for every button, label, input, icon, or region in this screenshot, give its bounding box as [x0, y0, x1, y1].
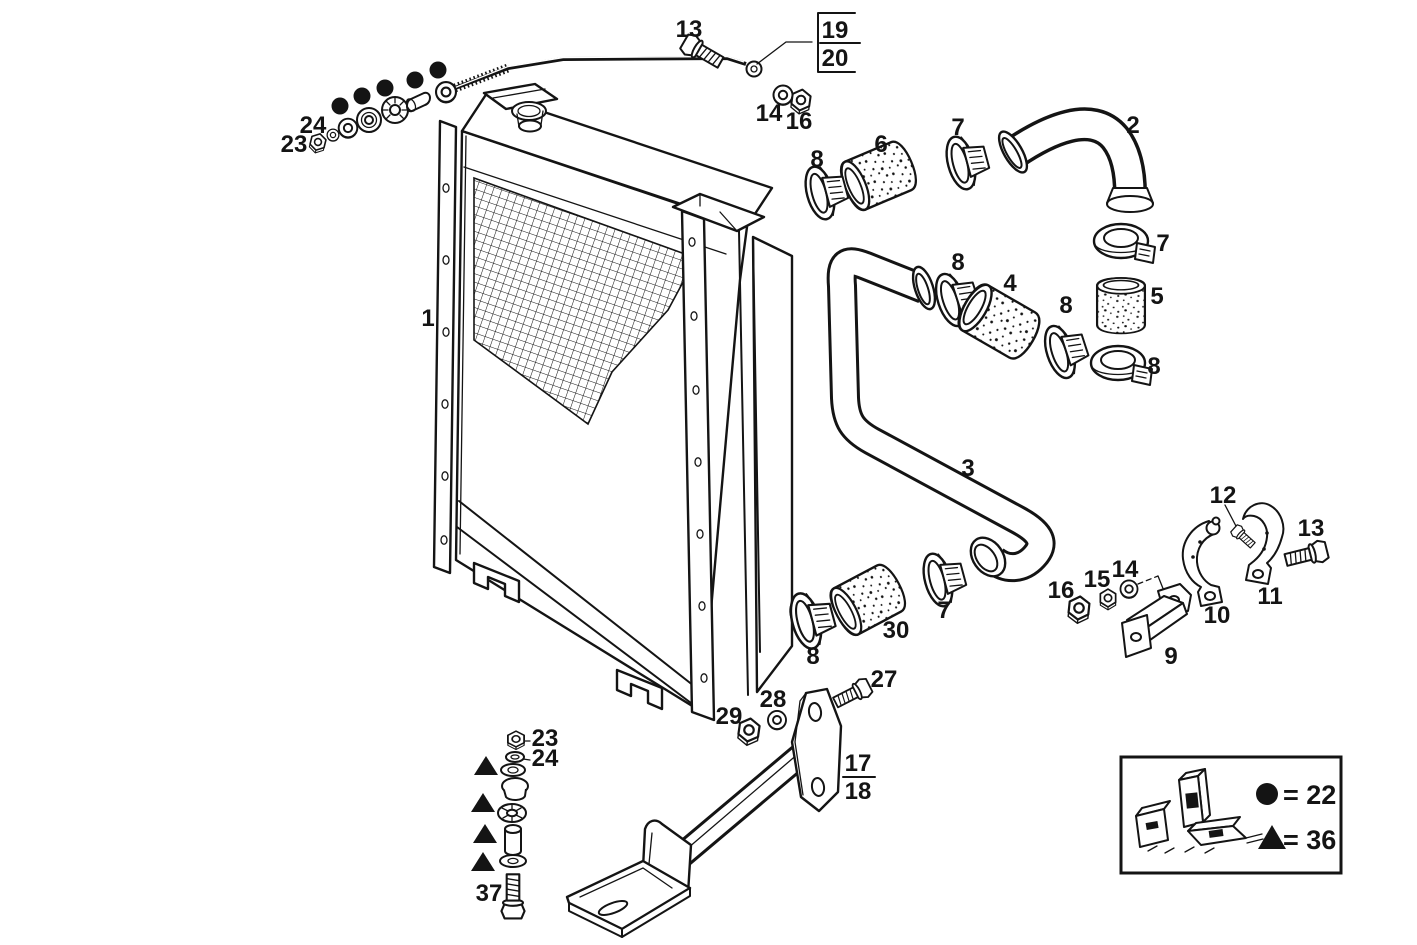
callout-4: 4	[1003, 270, 1017, 297]
callout-28: 28	[760, 686, 787, 713]
callout-15: 15	[1084, 566, 1111, 593]
quantity-dot-marker	[376, 79, 394, 97]
callout-8-a: 8	[810, 146, 823, 173]
callout-9: 9	[1164, 643, 1177, 670]
hose-clamp-7	[1092, 222, 1157, 265]
callout-1: 1	[421, 305, 434, 332]
callout-27: 27	[871, 666, 898, 693]
callout-3: 3	[961, 455, 974, 482]
legend-triangle-symbol	[1258, 825, 1286, 849]
legend-triangle-value: = 36	[1283, 825, 1336, 855]
legend-dot-value: = 22	[1283, 780, 1336, 810]
rubber-cup-bushing	[501, 777, 529, 802]
callout-13-a: 13	[676, 16, 703, 43]
clamp-strap-11	[1242, 502, 1285, 585]
callout-23-a: 23	[281, 131, 308, 158]
hardware-kit-packets-icon	[1135, 768, 1264, 854]
upper-mount-fastener-stack	[307, 61, 458, 156]
callout-14-b: 14	[1112, 556, 1139, 583]
callout-8-e: 8	[806, 643, 819, 670]
quantity-triangle-marker	[471, 852, 495, 871]
stacked-label-bracket	[817, 12, 861, 73]
callout-labels: 1 2 3 4 5 6 7 7 7 8 8 8 8 8 9 10 11 12 1…	[281, 16, 1325, 907]
callout-30: 30	[883, 617, 910, 644]
callout-17: 17	[845, 750, 872, 777]
legend-dot-symbol	[1256, 783, 1278, 805]
callout-20: 20	[822, 45, 849, 72]
callout-7-b: 7	[1156, 230, 1169, 257]
rod-eyelet	[745, 60, 763, 78]
spacer-sleeve	[504, 824, 522, 856]
pipe-bracket-group	[1066, 502, 1331, 658]
quantity-dot-marker	[353, 87, 371, 105]
clamp-strap-10	[1181, 516, 1223, 607]
quantity-triangle-marker	[474, 756, 498, 775]
quantity-dot-marker	[331, 97, 349, 115]
callout-pointer-19-20	[756, 41, 813, 65]
quantity-triangle-marker	[471, 793, 495, 812]
callout-10: 10	[1204, 602, 1231, 629]
hose-clamp-7	[940, 128, 995, 194]
hose-clamp-8	[1089, 344, 1154, 387]
support-strut-group	[565, 675, 876, 938]
callout-16-a: 16	[786, 108, 813, 135]
callout-7-c: 7	[937, 597, 950, 624]
upper-elbow-hose	[997, 107, 1154, 213]
spacer-sleeve	[405, 91, 431, 113]
radiator-side-panel	[751, 235, 794, 694]
callout-2: 2	[1126, 112, 1139, 139]
strut-flange-plate	[790, 687, 843, 813]
lock-washer	[497, 803, 527, 823]
callout-24-b: 24	[532, 745, 559, 772]
bolt-13	[1282, 538, 1331, 572]
callout-6: 6	[874, 131, 887, 158]
callout-23-b: 23	[532, 725, 559, 752]
quantity-dot-marker	[429, 61, 447, 79]
radiator	[432, 82, 813, 722]
legend-box: = 22 = 36	[1119, 755, 1343, 875]
lower-hose	[826, 247, 1056, 583]
callout-29: 29	[716, 703, 743, 730]
quantity-triangle-marker	[473, 824, 497, 843]
quantity-dot-marker	[406, 71, 424, 89]
radiator-top-bracket	[671, 192, 766, 233]
callout-16-b: 16	[1048, 577, 1075, 604]
callout-12: 12	[1210, 482, 1237, 509]
washer-14	[1119, 579, 1139, 600]
hose-clamp-8	[1038, 317, 1095, 383]
lower-mount-fastener-stack	[471, 730, 531, 920]
callout-24-a: 24	[300, 112, 327, 139]
stay-rod	[445, 12, 861, 96]
callout-5: 5	[1150, 283, 1163, 310]
callout-7-a: 7	[951, 114, 964, 141]
bolt-37	[500, 873, 526, 920]
hose-sleeve-5	[1095, 276, 1147, 335]
callout-19: 19	[822, 17, 849, 44]
rubber-grommet	[356, 107, 382, 133]
callout-37: 37	[476, 880, 503, 907]
bolt-27	[830, 675, 875, 713]
filler-cap	[511, 101, 547, 133]
callout-18: 18	[845, 778, 872, 805]
radiator-left-frame	[432, 119, 458, 575]
callout-8-d: 8	[1147, 353, 1160, 380]
strut-foot-bracket	[565, 819, 693, 938]
bolt-12	[1228, 522, 1258, 551]
knurled-bushing	[381, 96, 409, 124]
support-bracket-9	[1121, 583, 1192, 658]
callout-8-c: 8	[1059, 292, 1072, 319]
callout-11: 11	[1257, 583, 1282, 610]
callout-13-b: 13	[1298, 515, 1325, 542]
callout-8-b: 8	[951, 249, 964, 276]
washer-28	[767, 710, 787, 731]
callout-14-a: 14	[756, 100, 783, 127]
